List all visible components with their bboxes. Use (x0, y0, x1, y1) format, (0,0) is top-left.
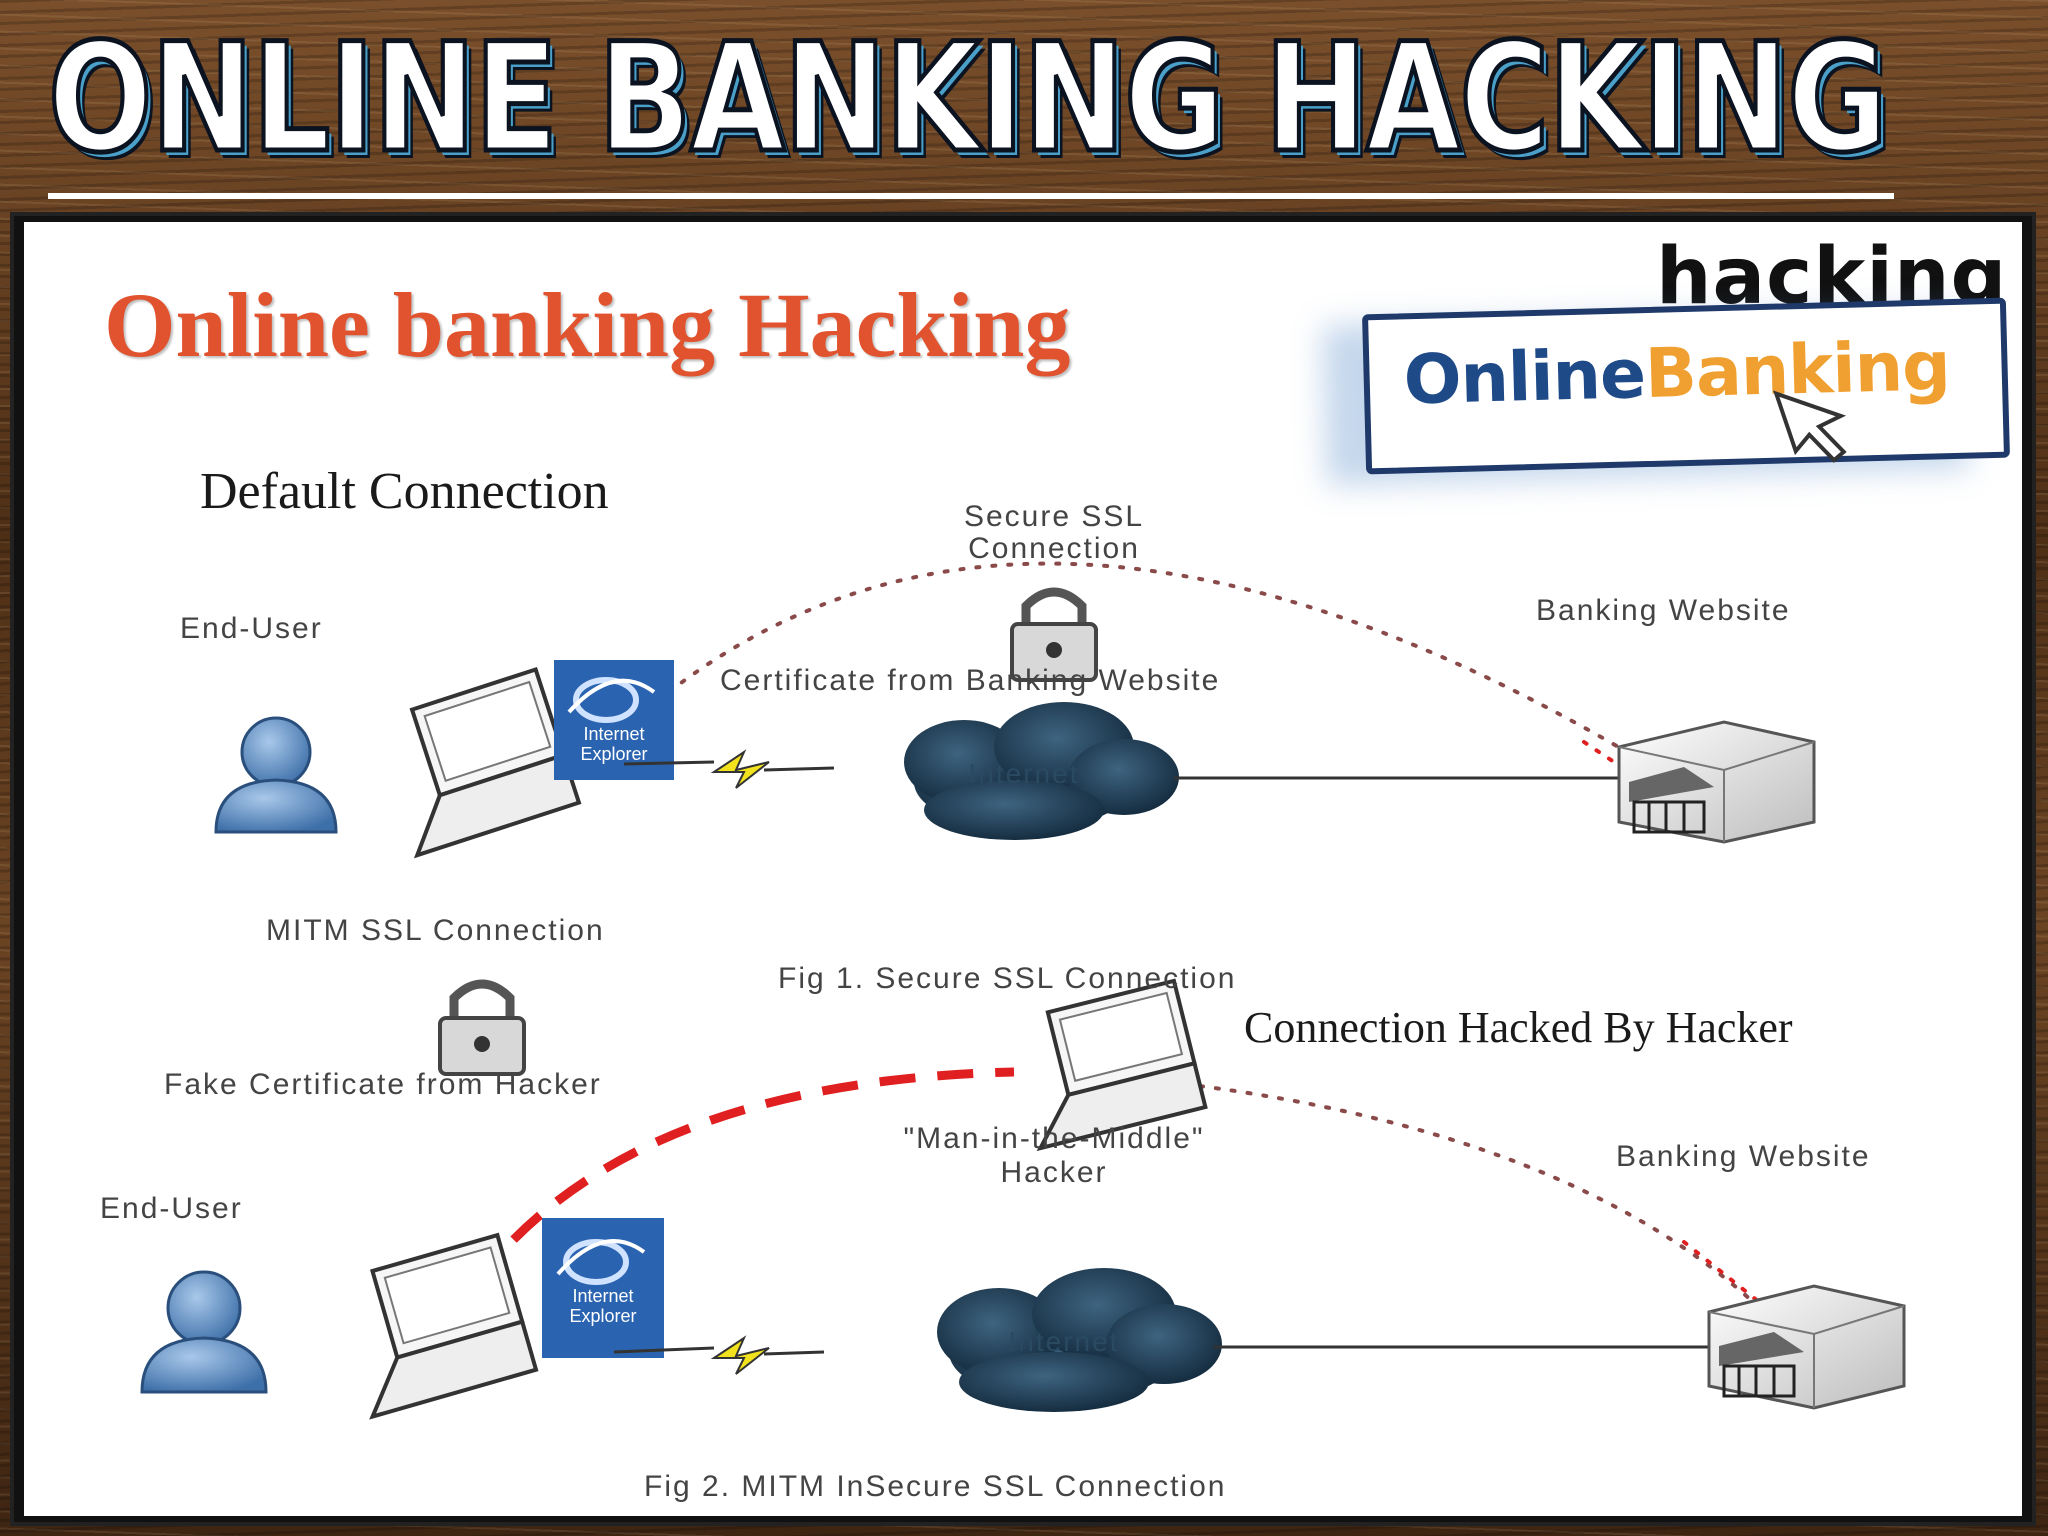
slide-title: ONLINE BANKING HACKING (46, 12, 1890, 187)
diagram-frame: Online banking Hacking hacking OnlineBan… (10, 212, 2036, 1526)
fig2-ie-label-line2: Explorer (569, 1306, 637, 1326)
fig1-section-title: Default Connection (200, 463, 609, 520)
fig2-cloud-label: Internet (1008, 1326, 1120, 1357)
fig2-bank-label: Banking Website (1616, 1140, 1871, 1173)
diagram-graphics (140, 561, 1906, 1420)
online-banking-logo: OnlineBanking (1362, 297, 2010, 475)
lock-icon-fig1 (1010, 587, 1098, 682)
diagram-canvas: Online banking Hacking hacking OnlineBan… (24, 222, 2022, 1516)
fig1-ssl-label-line2: Connection (968, 532, 1140, 565)
fig1-ie-label-line2: Explorer (580, 744, 648, 764)
fig1-ie-label-line1: Internet (583, 724, 645, 744)
ssl-arc-fig1 (642, 561, 1646, 764)
internet-explorer-icon-fig1 (554, 660, 674, 780)
fig1-ssl-label-line1: Secure SSL (963, 500, 1145, 533)
cursor-arrow-icon (1773, 390, 1847, 463)
hacker-laptop-icon (1036, 978, 1208, 1152)
diagram-heading: Online banking Hacking (104, 274, 1071, 376)
internet-cloud-fig2 (937, 1268, 1222, 1412)
fig2-fake-cert-label: Fake Certificate from Hacker (164, 1068, 602, 1101)
user-icon-fig1 (214, 716, 338, 834)
fig1-bank-label: Banking Website (1536, 594, 1791, 627)
title-underline (48, 193, 1894, 199)
fig2-mitm-hacker-line2: Hacker (1000, 1156, 1108, 1189)
fig2-end-user-label: End-User (100, 1192, 243, 1225)
fig2-mitm-hacker-line1: "Man-in-the-Middle" (903, 1122, 1205, 1155)
fig2-ie-label-line1: Internet (572, 1286, 634, 1306)
fig2-ie-label: Internet Explorer (540, 1286, 666, 1326)
fig1-certificate-label: Certificate from Banking Website (720, 664, 1221, 697)
internet-explorer-icon-fig2 (542, 1218, 664, 1358)
mitm-arc-fig2 (440, 1067, 1015, 1335)
laptop-icon-fig2 (369, 1232, 539, 1420)
laptop-icon-fig1 (409, 666, 582, 859)
online-banking-logo-text: OnlineBanking (1403, 327, 1951, 420)
fig2-mitm-label: MITM SSL Connection (266, 914, 605, 947)
fig2-caption: Fig 2. MITM InSecure SSL Connection (644, 1470, 1227, 1503)
bank-building-icon-fig2 (1707, 1284, 1906, 1410)
lock-icon-fig2 (438, 979, 526, 1076)
fig1-ie-label: Internet Explorer (552, 724, 676, 764)
logo-online-word: Online (1402, 335, 1647, 421)
bank-building-icon-fig1 (1617, 720, 1816, 844)
lightning-icon-fig1 (623, 749, 835, 789)
fig2-section-title: Connection Hacked By Hacker (1244, 1003, 1793, 1052)
fig1-cloud-label: Internet (968, 758, 1080, 789)
internet-cloud-fig1 (904, 702, 1179, 840)
fig1-caption: Fig 1. Secure SSL Connection (778, 962, 1237, 995)
user-icon-fig2 (140, 1270, 268, 1394)
lightning-icon-fig2 (613, 1335, 825, 1375)
fig1-end-user-label: End-User (180, 612, 323, 645)
hacker-to-bank-arc-fig2 (1182, 1082, 1766, 1314)
